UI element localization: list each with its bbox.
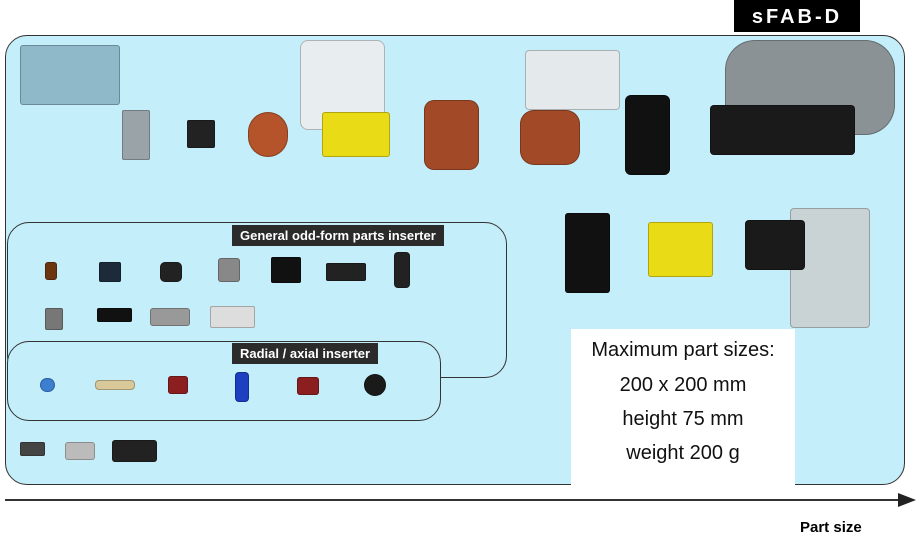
connector-icon <box>710 105 855 155</box>
switch-icon <box>45 308 63 330</box>
ic-dip-icon <box>326 263 366 281</box>
electrolytic-cap-icon <box>235 372 249 402</box>
socket-icon <box>210 306 255 328</box>
capacitor-block-icon <box>122 110 150 160</box>
relay-icon <box>187 120 215 148</box>
tv-icon <box>20 45 120 105</box>
chip-resistor-icon <box>112 440 157 462</box>
specs-title: Maximum part sizes: <box>591 339 775 361</box>
part-size-axis <box>5 499 905 501</box>
transformer-icon <box>322 112 390 157</box>
dsub-icon <box>150 308 190 326</box>
inductor-icon <box>45 262 57 280</box>
pin-header-icon <box>565 213 610 293</box>
ceramic-cap-icon <box>40 378 55 392</box>
specs-size: 200 x 200 mm <box>619 374 747 396</box>
microwave-icon <box>525 50 620 110</box>
chip-component-icon <box>65 442 95 460</box>
electrolytic-cap-icon <box>625 95 670 175</box>
toroid-coil-icon <box>248 112 288 157</box>
axis-label: Part size <box>800 519 862 536</box>
coil-icon <box>160 262 182 282</box>
varistor-icon <box>364 374 386 396</box>
relay-icon <box>99 262 121 282</box>
radial-axial-label: Radial / axial inserter <box>232 343 379 364</box>
max-sizes-box: Maximum part sizes: 200 x 200 mm height … <box>571 329 795 485</box>
choke-coil-icon <box>424 100 479 170</box>
specs-weight: weight 200 g <box>626 442 740 464</box>
connector-icon <box>745 220 805 270</box>
relay-icon <box>271 257 301 283</box>
electrolytic-cap-icon <box>394 252 410 288</box>
chip-component-icon <box>20 442 45 456</box>
arrow-head-icon <box>898 493 916 507</box>
product-badge: sFAB-D <box>734 0 860 32</box>
transformer-icon <box>218 258 240 282</box>
resistor-icon <box>95 380 135 390</box>
header-icon <box>97 308 132 322</box>
common-mode-choke-icon <box>520 110 580 165</box>
film-cap-icon <box>297 377 319 395</box>
odd-form-label: General odd-form parts inserter <box>232 225 444 246</box>
specs-height: height 75 mm <box>622 408 744 430</box>
transformer-icon <box>648 222 713 277</box>
film-cap-icon <box>168 376 188 394</box>
